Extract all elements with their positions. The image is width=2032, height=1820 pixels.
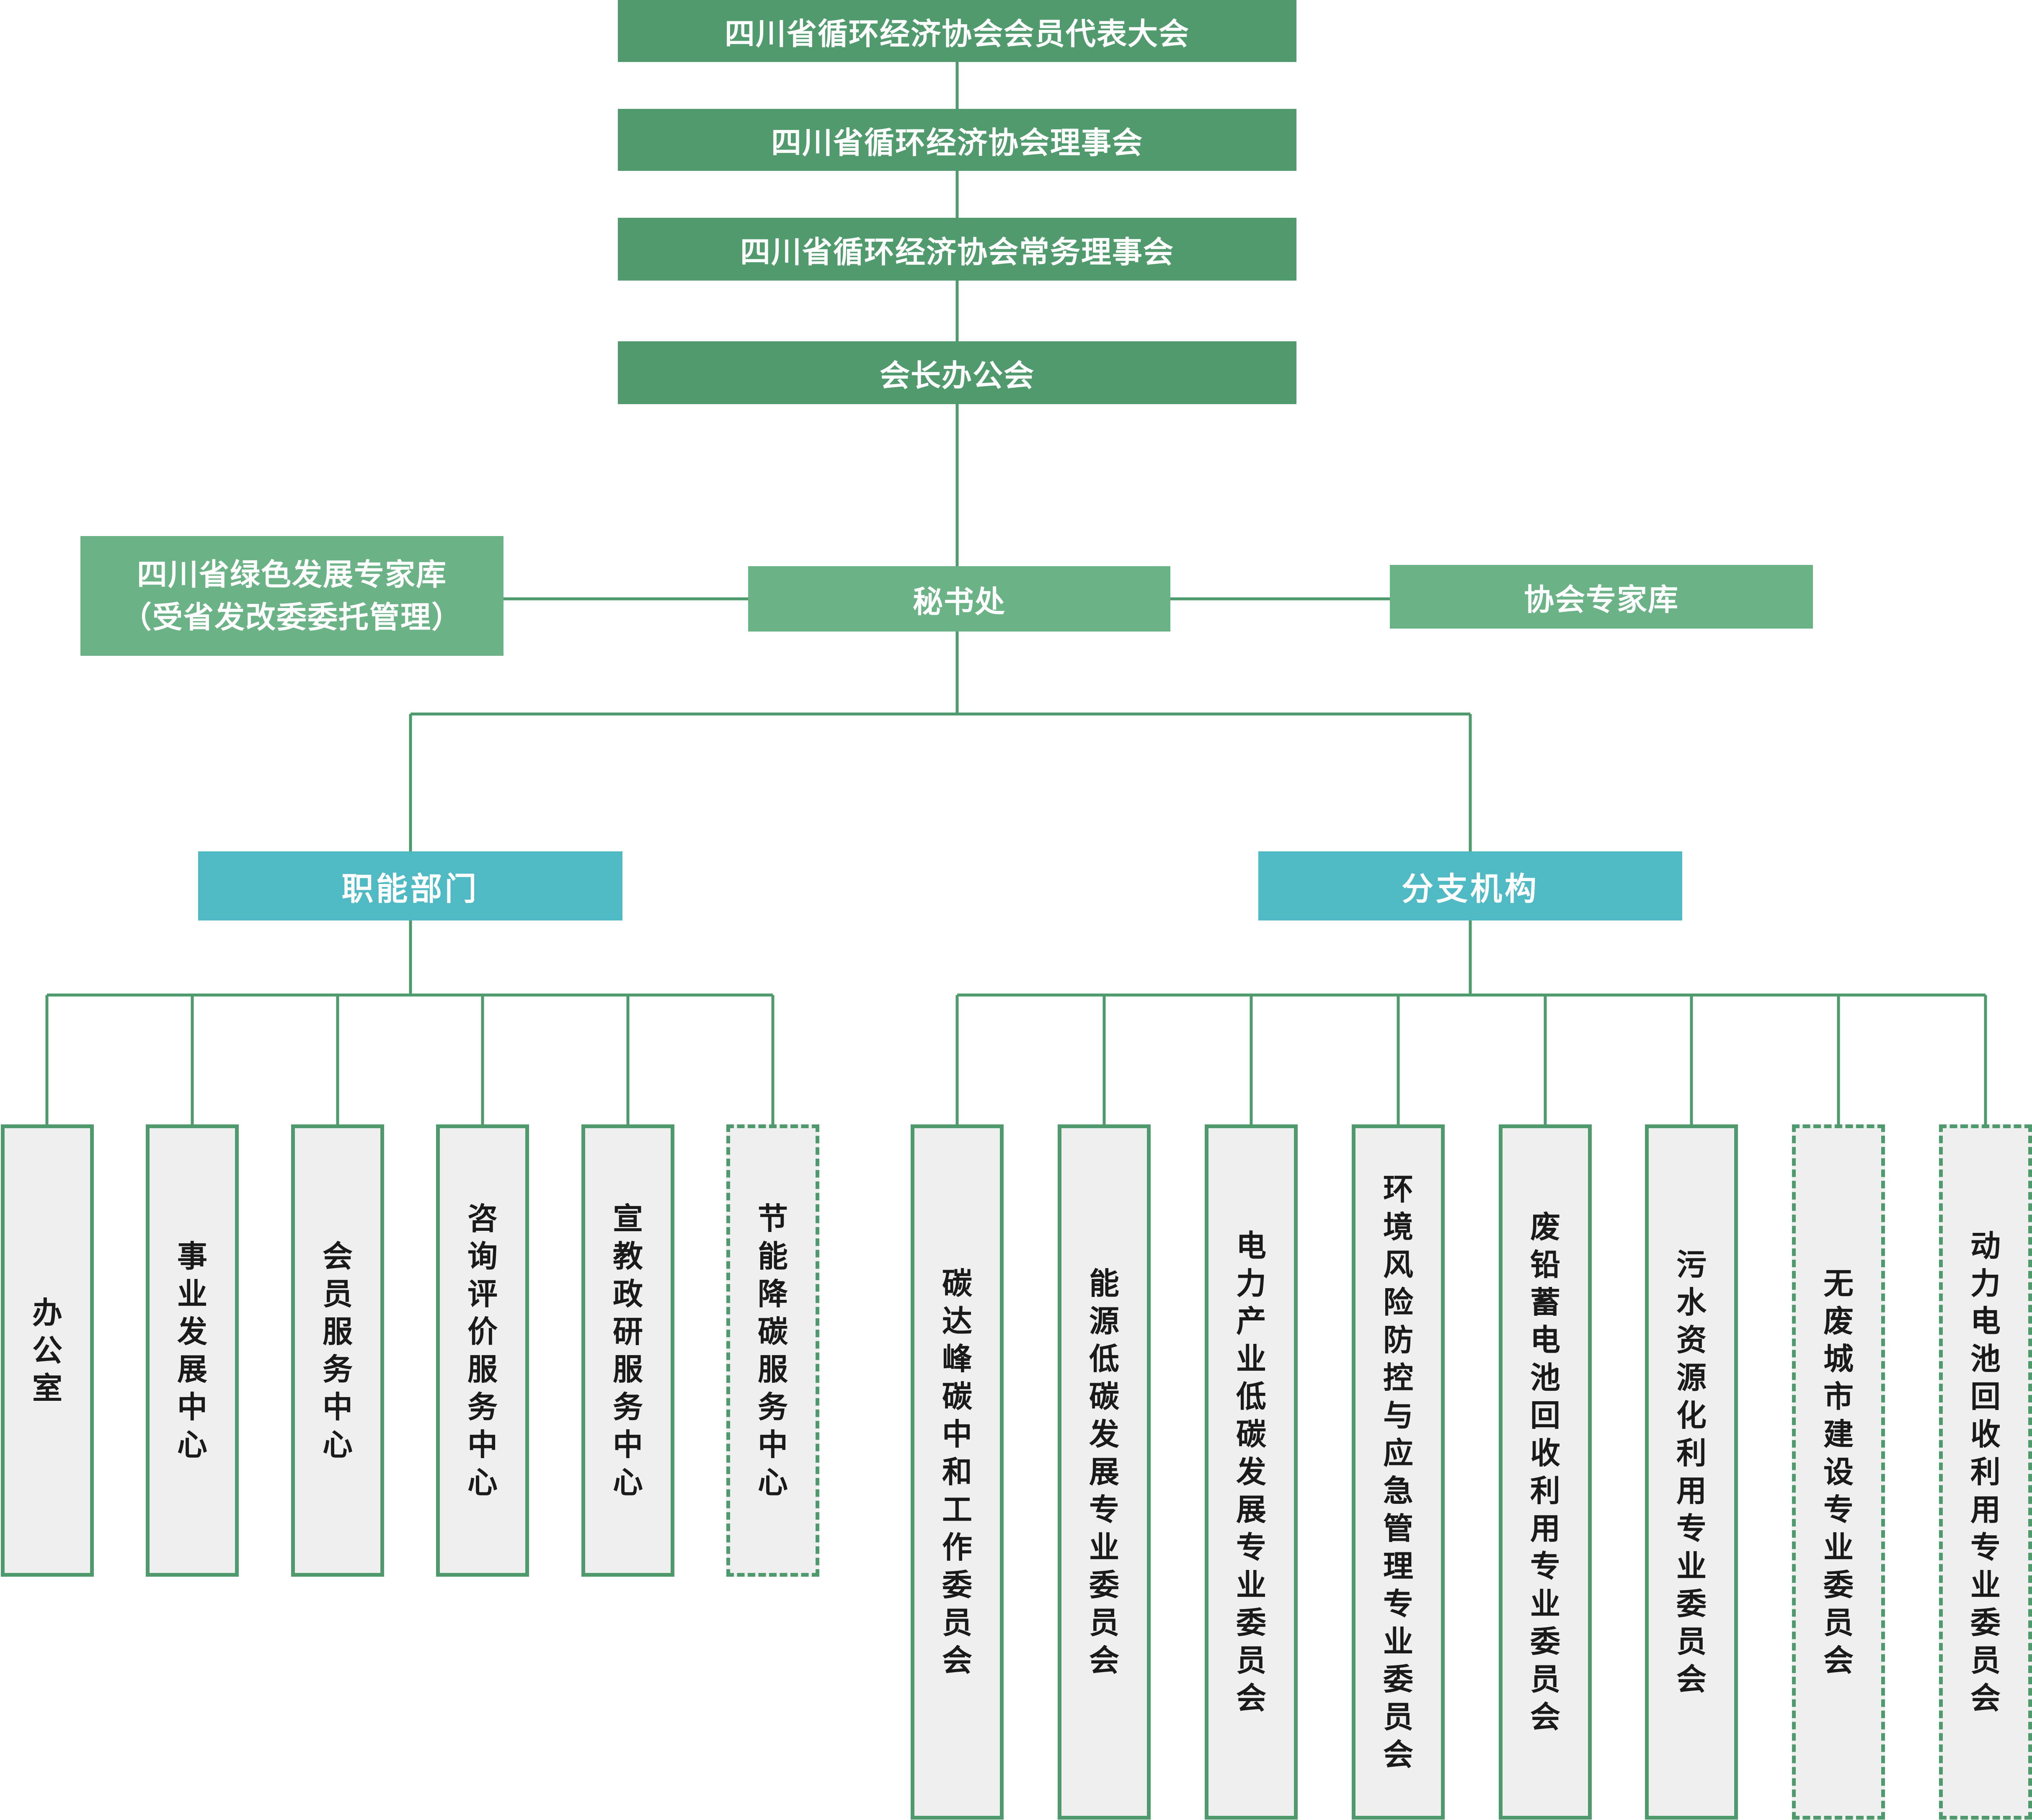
leaf-power-battery-committee: 动力电池回收利用专业委员会 bbox=[1939, 1124, 2032, 1820]
leaf-label: 咨询评价服务中心 bbox=[467, 1201, 498, 1500]
leaf-label: 废铅蓄电池回收利用专业委员会 bbox=[1530, 1209, 1560, 1735]
leaf-energy-low-carbon-committee: 能源低碳发展专业委员会 bbox=[1058, 1124, 1151, 1820]
leaf-label: 碳达峰碳中和工作委员会 bbox=[942, 1266, 972, 1678]
leaf-label: 电力产业低碳发展专业委员会 bbox=[1236, 1228, 1266, 1716]
leaf-office: 办公室 bbox=[1, 1124, 94, 1577]
leaf-label: 办公室 bbox=[32, 1295, 62, 1406]
leaf-environmental-risk-committee: 环境风险防控与应急管理专业委员会 bbox=[1352, 1124, 1445, 1820]
leaf-wastewater-reuse-committee: 污水资源化利用专业委员会 bbox=[1645, 1124, 1738, 1820]
president-office-meeting-box: 会长办公会 bbox=[618, 341, 1296, 404]
leaf-label: 污水资源化利用专业委员会 bbox=[1676, 1247, 1707, 1697]
leaf-label: 会员服务中心 bbox=[322, 1239, 353, 1462]
green-expert-pool-box: 四川省绿色发展专家库 （受省发改委委托管理） bbox=[80, 536, 503, 656]
leaf-education-policy-center: 宣教政研服务中心 bbox=[581, 1124, 674, 1577]
standing-council-box: 四川省循环经济协会常务理事会 bbox=[618, 218, 1296, 281]
council-box: 四川省循环经济协会理事会 bbox=[618, 109, 1296, 171]
functional-departments-box: 职能部门 bbox=[198, 851, 622, 920]
leaf-label: 宣教政研服务中心 bbox=[612, 1201, 643, 1500]
leaf-label: 动力电池回收利用专业委员会 bbox=[1970, 1228, 2001, 1716]
leaf-consulting-evaluation-center: 咨询评价服务中心 bbox=[436, 1124, 529, 1577]
leaf-lead-battery-committee: 废铅蓄电池回收利用专业委员会 bbox=[1499, 1124, 1592, 1820]
secretariat-box: 秘书处 bbox=[748, 566, 1170, 632]
leaf-power-industry-committee: 电力产业低碳发展专业委员会 bbox=[1205, 1124, 1298, 1820]
association-expert-pool-box: 协会专家库 bbox=[1390, 565, 1813, 629]
leaf-label: 无废城市建设专业委员会 bbox=[1823, 1266, 1854, 1678]
leaf-label: 事业发展中心 bbox=[177, 1239, 207, 1462]
leaf-label: 环境风险防控与应急管理专业委员会 bbox=[1383, 1172, 1413, 1772]
leaf-zero-waste-city-committee: 无废城市建设专业委员会 bbox=[1792, 1124, 1885, 1820]
leaf-label: 节能降碳服务中心 bbox=[757, 1201, 788, 1500]
green-expert-pool-note: （受省发改委委托管理） bbox=[121, 600, 462, 635]
leaf-member-service-center: 会员服务中心 bbox=[291, 1124, 384, 1577]
green-expert-pool-title: 四川省绿色发展专家库 bbox=[137, 557, 447, 592]
leaf-business-development-center: 事业发展中心 bbox=[146, 1124, 239, 1577]
leaf-energy-saving-center: 节能降碳服务中心 bbox=[726, 1124, 819, 1577]
leaf-carbon-neutrality-committee: 碳达峰碳中和工作委员会 bbox=[911, 1124, 1004, 1820]
member-congress-box: 四川省循环经济协会会员代表大会 bbox=[618, 0, 1296, 62]
leaf-label: 能源低碳发展专业委员会 bbox=[1089, 1266, 1119, 1678]
branch-organizations-box: 分支机构 bbox=[1258, 851, 1682, 920]
